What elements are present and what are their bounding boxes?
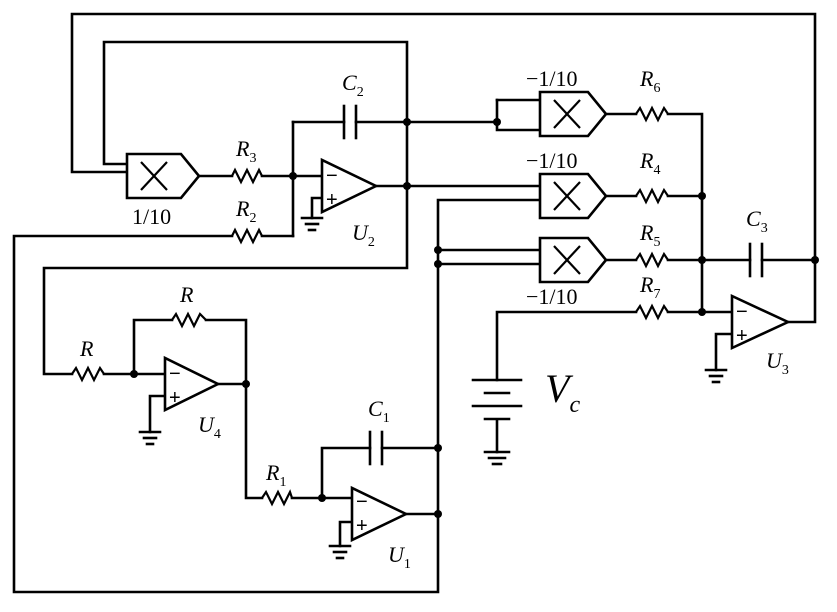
label-r5: R5	[639, 220, 660, 250]
label-r3: R3	[235, 136, 256, 166]
wire-u4-gnd	[148, 394, 167, 434]
wire-u2-out-down	[42, 120, 409, 376]
junction-dot	[811, 256, 819, 264]
junctions	[130, 118, 819, 518]
wire-u1-gnd	[338, 520, 354, 548]
wire-outer-feedback	[70, 12, 817, 324]
multiplier-m2-gain: −1/10	[526, 148, 578, 173]
op-amp-u2: − +	[320, 157, 379, 215]
junction-dot	[434, 444, 442, 452]
junction-dot	[434, 510, 442, 518]
junction-dot	[318, 494, 326, 502]
multiplier-m3	[538, 236, 608, 284]
multiplier-m2	[538, 172, 608, 220]
ground-icon	[300, 216, 324, 232]
label-r6: R6	[639, 66, 660, 96]
junction-dot	[434, 260, 442, 268]
label-vc: Vc	[545, 366, 580, 418]
multiplier-m1-gain: 1/10	[132, 204, 171, 229]
resistor-rf-symbol	[171, 311, 207, 329]
capacitor-c1-symbol	[368, 430, 384, 466]
wire-bottom-loop	[12, 234, 440, 594]
op-amp-minus-sign: −	[356, 491, 368, 513]
wire-u4-fb-left	[132, 318, 174, 376]
wire-c1-left	[320, 446, 372, 500]
labels: 1/10 −1/10 −1/10 −1/10 C2 C1 C3 R3 R2 R6…	[79, 66, 789, 572]
junction-dot	[130, 370, 138, 378]
op-amp-plus-sign: +	[736, 325, 748, 347]
op-amp-u4: − +	[163, 355, 221, 413]
label-r7: R7	[639, 272, 660, 302]
label-u1: U1	[388, 542, 411, 572]
wire-u4-fb-right	[204, 318, 248, 386]
capacitor-c3-symbol	[748, 242, 764, 278]
junction-dot	[403, 182, 411, 190]
label-c1: C1	[368, 396, 390, 426]
label-rf: R	[179, 282, 194, 307]
ground-icon	[328, 544, 352, 560]
resistor-r2-symbol	[231, 227, 263, 245]
op-amp-minus-sign: −	[169, 363, 181, 385]
wire-m4-in	[495, 98, 542, 132]
capacitor-c2-symbol	[342, 104, 358, 140]
resistor-r6-symbol	[635, 105, 669, 123]
label-r1: R1	[265, 460, 286, 490]
resistor-r3-symbol	[231, 167, 263, 185]
op-amps: − + − + − + − +	[163, 157, 792, 543]
wire-u2-gnd	[310, 196, 324, 220]
resistor-rin-symbol	[71, 365, 105, 383]
wire-u3-gnd	[714, 332, 734, 372]
op-amp-plus-sign: +	[356, 515, 368, 537]
junction-dot	[698, 192, 706, 200]
resistor-r4-symbol	[635, 187, 669, 205]
capacitors	[342, 104, 764, 466]
junction-dot	[698, 256, 706, 264]
multiplier-m1	[125, 152, 201, 200]
label-r2: R2	[235, 196, 256, 226]
ground-icon	[704, 368, 728, 384]
label-r4: R4	[639, 148, 660, 178]
ground-icon	[138, 430, 162, 446]
multiplier-m4-gain: −1/10	[526, 66, 578, 91]
wire-u4-to-r1	[244, 382, 264, 500]
grounds	[138, 216, 728, 560]
label-u4: U4	[198, 412, 221, 442]
junction-dot	[434, 246, 442, 254]
resistor-r1-symbol	[261, 489, 294, 507]
junction-dot	[698, 308, 706, 316]
resistors	[71, 105, 669, 507]
wire-u1-col	[436, 198, 542, 516]
op-amp-u1: − +	[350, 485, 409, 543]
battery-vc-symbol	[471, 378, 523, 421]
label-c3: C3	[746, 206, 768, 236]
label-u2: U2	[352, 220, 375, 250]
wires	[12, 12, 817, 594]
wire-r6-out	[666, 112, 704, 314]
wire-inner-feedback	[102, 40, 409, 166]
resistor-r5-symbol	[635, 251, 669, 269]
resistor-r7-symbol	[635, 303, 669, 321]
label-c2: C2	[342, 70, 364, 100]
label-u3: U3	[766, 348, 789, 378]
wire-vc	[495, 310, 638, 382]
op-amp-plus-sign: +	[169, 387, 181, 409]
op-amp-minus-sign: −	[326, 165, 338, 187]
multiplier-m3-gain: −1/10	[526, 284, 578, 309]
label-rin: R	[79, 336, 94, 361]
junction-dot	[403, 118, 411, 126]
ground-icon	[483, 450, 511, 466]
op-amp-plus-sign: +	[326, 189, 338, 211]
junction-dot	[493, 118, 501, 126]
junction-dot	[289, 172, 297, 180]
junction-dot	[242, 380, 250, 388]
multipliers	[125, 90, 608, 284]
multiplier-m4	[538, 90, 608, 138]
op-amp-u3: − +	[730, 293, 792, 351]
op-amp-minus-sign: −	[736, 301, 748, 323]
